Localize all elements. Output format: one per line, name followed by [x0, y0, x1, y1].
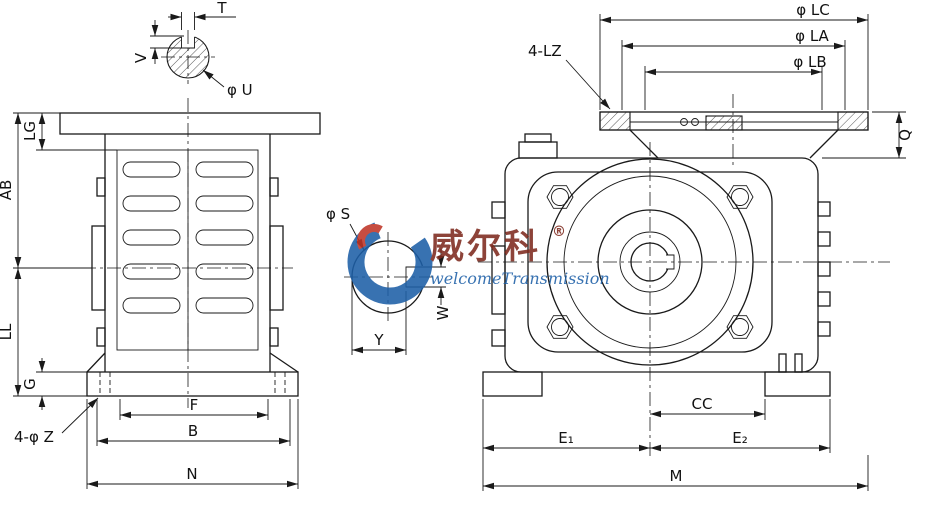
dim-label-w: W [434, 305, 452, 320]
dim-label-m: M [670, 467, 683, 485]
dim-label-e2: E₂ [732, 429, 748, 447]
dim-label-g: G [21, 378, 39, 390]
dim-label-f: F [190, 396, 199, 414]
dim-label-t: T [216, 0, 227, 17]
dim-label-ll: LL [0, 323, 15, 340]
cooling-fins [122, 161, 254, 314]
side-housing [478, 133, 890, 458]
watermark-subtitle-text: welcomeTransmission [430, 269, 610, 288]
front-view: T V φ U [0, 0, 321, 489]
dim-label-ab: AB [0, 180, 15, 201]
dim-label-phi-lb: φ LB [793, 53, 826, 71]
dim-label-v: V [132, 52, 150, 63]
dim-label-e1: E₁ [558, 429, 574, 447]
dim-label-4-phi-z: 4-φ Z [14, 428, 54, 446]
logo-swirl-blue [347, 219, 433, 305]
dim-label-phi-s: φ S [326, 205, 350, 223]
dim-label-y: Y [373, 331, 384, 349]
dim-label-cc: CC [692, 395, 713, 413]
watermark: 威尔科 ® welcomeTransmission [347, 219, 610, 305]
dim-label-phi-lc: φ LC [796, 1, 830, 19]
side-view: φ LC φ LA φ LB 4-LZ Q [478, 1, 914, 491]
dim-label-lg: LG [21, 121, 39, 141]
watermark-brand-text: 威尔科 [430, 227, 541, 267]
logo-swirl-red [356, 224, 391, 258]
dim-label-n: N [186, 465, 197, 483]
dim-label-4-lz: 4-LZ [528, 42, 562, 60]
watermark-registered-mark: ® [552, 224, 566, 240]
dim-label-phi-la: φ LA [795, 27, 829, 45]
dim-label-phi-u: φ U [227, 81, 253, 99]
front-housing [59, 98, 321, 408]
input-shaft-section [161, 30, 215, 84]
dim-label-q: Q [896, 129, 914, 141]
top-flange [599, 94, 869, 168]
dim-label-b: B [188, 422, 198, 440]
